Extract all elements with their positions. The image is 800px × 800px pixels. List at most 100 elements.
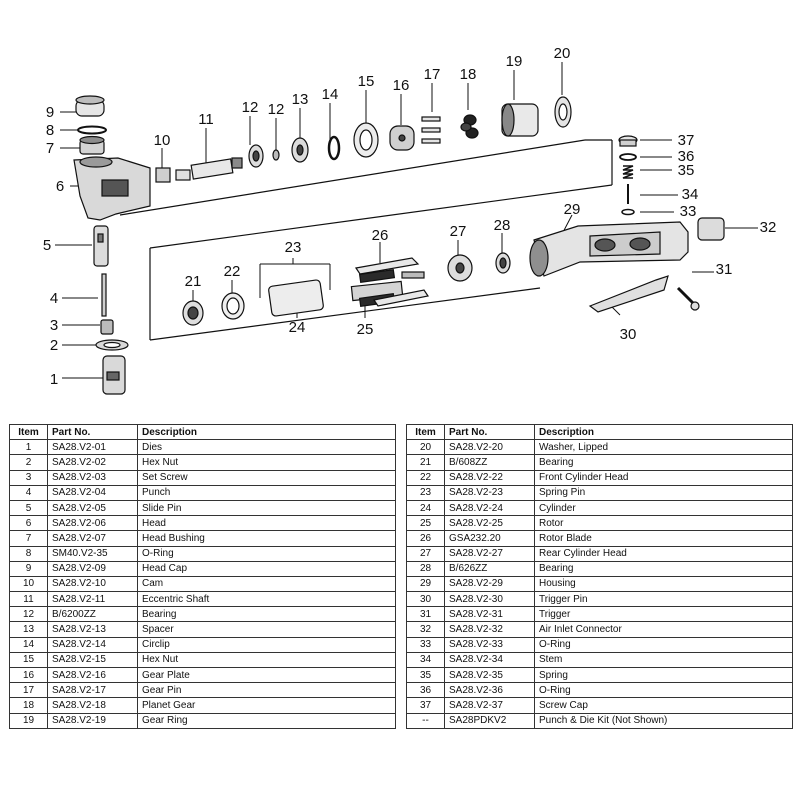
callout-number: 5: [43, 237, 51, 254]
cell-description: Rotor Blade: [534, 530, 793, 547]
cell-item: 7: [9, 530, 48, 547]
cell-item: 12: [9, 606, 48, 623]
cell-item: 33: [406, 636, 445, 653]
cell-item: 17: [9, 682, 48, 699]
cell-description: Gear Plate: [137, 666, 396, 684]
cell-item: 4: [9, 484, 48, 501]
cell-part-no: SA28.V2-20: [444, 439, 535, 456]
callout-number: 19: [506, 53, 523, 70]
callout-number: 3: [50, 317, 58, 334]
cell-item: 16: [9, 666, 48, 684]
cell-part-no: SA28.V2-01: [47, 439, 138, 456]
cell-description: Air Inlet Connector: [534, 621, 793, 638]
cell-description: Head Cap: [137, 560, 396, 577]
cell-part-no: SA28.V2-32: [444, 621, 535, 638]
callout-number: 21: [185, 273, 202, 290]
callout-number: 29: [564, 201, 581, 218]
callout-number: 8: [46, 122, 54, 139]
cell-part-no: SM40.V2-35: [47, 545, 138, 562]
cell-part-no: SA28.V2-09: [47, 560, 138, 577]
cell-item: 9: [9, 560, 48, 577]
cell-item: 28: [406, 560, 445, 577]
cell-part-no: SA28.V2-16: [47, 666, 138, 684]
cell-part-no: SA28.V2-05: [47, 499, 138, 517]
callout-number: 12: [268, 101, 285, 118]
callout-number: 10: [154, 132, 171, 149]
callout-number: 6: [56, 178, 64, 195]
cell-part-no: SA28.V2-06: [47, 515, 138, 532]
callout-number: 30: [620, 326, 637, 343]
callout-number: 28: [494, 217, 511, 234]
cell-item: 23: [406, 484, 445, 501]
cell-description: Head Bushing: [137, 530, 396, 547]
cell-description: Gear Ring: [137, 712, 396, 729]
callout-number: 12: [242, 99, 259, 116]
callout-number: 13: [292, 91, 309, 108]
cell-part-no: SA28.V2-34: [444, 651, 535, 669]
column-header-part-no: Part No.: [444, 423, 535, 441]
column-header-item: Item: [406, 423, 445, 441]
cell-description: O-Ring: [534, 636, 793, 653]
cell-item: 31: [406, 606, 445, 623]
callout-number: 7: [46, 140, 54, 157]
cell-description: Gear Pin: [137, 682, 396, 699]
callout-number: 2: [50, 337, 58, 354]
cell-item: 3: [9, 469, 48, 486]
callout-number: 9: [46, 104, 54, 121]
cell-item: 26: [406, 530, 445, 547]
callout-number: 26: [372, 227, 389, 244]
cell-item: 25: [406, 515, 445, 532]
callout-number: 14: [322, 86, 339, 103]
cell-description: Spring Pin: [534, 484, 793, 501]
cell-description: Bearing: [534, 560, 793, 577]
cell-part-no: SA28.V2-29: [444, 575, 535, 593]
callout-number: 15: [358, 73, 375, 90]
cell-description: Punch & Die Kit (Not Shown): [534, 712, 793, 729]
callout-number: 31: [716, 261, 733, 278]
callout-number: 17: [424, 66, 441, 83]
cell-part-no: SA28.V2-13: [47, 621, 138, 638]
cell-description: Rotor: [534, 515, 793, 532]
cell-description: Front Cylinder Head: [534, 469, 793, 486]
cell-part-no: SA28.V2-22: [444, 469, 535, 486]
cell-item: 30: [406, 591, 445, 608]
cell-description: Trigger Pin: [534, 591, 793, 608]
callout-number: 1: [50, 371, 58, 388]
cell-part-no: SA28.V2-23: [444, 484, 535, 501]
cell-part-no: B/608ZZ: [444, 454, 535, 471]
column-header-item: Item: [9, 423, 48, 441]
callout-number: 35: [678, 162, 695, 179]
cell-item: 2: [9, 454, 48, 471]
cell-item: 37: [406, 697, 445, 714]
cell-description: Set Screw: [137, 469, 396, 486]
cell-item: 14: [9, 636, 48, 653]
cell-description: Cam: [137, 575, 396, 593]
cell-item: 6: [9, 515, 48, 532]
cell-part-no: SA28.V2-19: [47, 712, 138, 729]
cell-description: Housing: [534, 575, 793, 593]
cell-item: 10: [9, 575, 48, 593]
cell-part-no: SA28.V2-35: [444, 666, 535, 684]
callout-number: 23: [285, 239, 302, 256]
callout-number: 34: [682, 186, 699, 203]
